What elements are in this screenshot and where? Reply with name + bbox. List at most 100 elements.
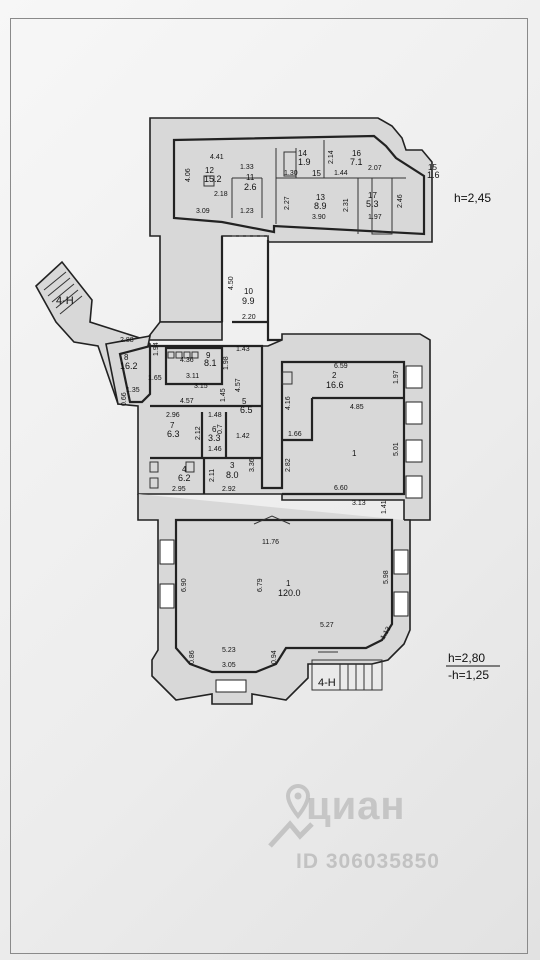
- room-17-number: 17: [368, 191, 377, 200]
- dim-label: 2.07: [368, 165, 382, 172]
- dim-label: 4.85: [350, 404, 364, 411]
- watermark: циан ID 306035850: [262, 780, 502, 890]
- toilet-icon: [185, 461, 195, 473]
- dim-label: 3.11: [186, 373, 199, 380]
- room-17-area: 5.3: [366, 199, 379, 209]
- dim-label: 1.45: [220, 388, 227, 402]
- dim-label: 1.48: [208, 412, 222, 419]
- dim-label: 2.27: [284, 196, 291, 210]
- dim-label: 3.13: [352, 500, 366, 507]
- dim-label: 3.90: [312, 214, 326, 221]
- dim-label: 1.94: [153, 342, 160, 356]
- dim-label: 6.79: [257, 578, 264, 592]
- room-12-number: 12: [205, 166, 214, 175]
- dim-label: 1.23: [240, 208, 254, 215]
- dim-label: 2.96: [166, 412, 180, 419]
- main-hall-outer-wall: [137, 494, 411, 705]
- dim-label: 0.86: [189, 650, 196, 664]
- dim-label: 1.66: [288, 431, 302, 438]
- dim-label: 4.41: [210, 154, 224, 161]
- room-5-number: 5: [242, 397, 247, 406]
- room-7-area: 6.3: [167, 429, 180, 439]
- watermark-listing-id: ID 306035850: [296, 850, 440, 873]
- dim-label: 0.7: [217, 424, 224, 434]
- dim-label: 3.15: [194, 383, 208, 390]
- dim-label: 5.27: [320, 622, 334, 629]
- room-7-number: 7: [170, 421, 175, 430]
- dim-label: 1.97: [393, 370, 400, 384]
- sink-icon: [149, 461, 159, 473]
- main-hall-inner-wall: [174, 518, 394, 674]
- location-pin-icon: [268, 783, 314, 848]
- room-3-area: 8.0: [226, 470, 239, 480]
- dimension-labels: 4.41 4.06 1.33 2.18 3.09 1.23 2.27 1.30 …: [120, 150, 404, 669]
- dim-label: 2.88: [120, 337, 134, 344]
- room-11-number: 11: [246, 173, 255, 182]
- dim-label: 1.42: [236, 433, 250, 440]
- dim-label: 1.33: [240, 164, 254, 171]
- lower-floor-depth: -h=1,25: [448, 668, 490, 682]
- dim-label: 1.97: [368, 214, 382, 221]
- room-6-number: 6: [212, 425, 217, 434]
- dim-label: 2.82: [285, 458, 292, 472]
- lower-ceiling-height: h=2,80: [448, 651, 486, 665]
- room-labels: 12 15.2 11 2.6 14 1.9 15 16 7.1 13 8.9 1…: [120, 149, 440, 598]
- dim-label: 4.36: [180, 357, 194, 364]
- room-11-area: 2.6: [244, 182, 257, 192]
- room-2-area: 16.6: [326, 380, 344, 390]
- room-2-number: 2: [332, 371, 337, 380]
- dim-label: 1.35: [126, 387, 140, 394]
- room-9-number: 9: [206, 351, 211, 360]
- hall-left-windows: [159, 539, 175, 609]
- dim-label: 0.66: [121, 392, 128, 406]
- dim-label: 5.23: [222, 647, 236, 654]
- dim-label: 4.57: [180, 398, 194, 405]
- bottom-stair-label: 4-H: [318, 677, 336, 689]
- room-16-area: 7.1: [350, 157, 363, 167]
- right-windows: [405, 365, 423, 499]
- dim-label: 2.18: [214, 191, 228, 198]
- dim-label: 2.14: [328, 150, 335, 164]
- dim-label: 0.94: [271, 650, 278, 664]
- room-13-number: 13: [316, 193, 325, 202]
- left-stair-wing: [34, 260, 223, 405]
- dim-label: 3.36: [249, 458, 256, 472]
- room-15b-number: 15: [428, 163, 437, 172]
- room-10-number: 10: [244, 287, 253, 296]
- watermark-brand: циан: [306, 784, 406, 828]
- room-13-area: 8.9: [314, 201, 327, 211]
- dim-label: 1.30: [284, 170, 298, 177]
- upper-ceiling-height: h=2,45: [454, 191, 492, 205]
- dim-label: 3.09: [196, 208, 210, 215]
- left-stair-label: 4-H: [56, 295, 74, 307]
- kitchen-counter-icons: [167, 351, 199, 359]
- dim-label: 1.43: [236, 346, 250, 353]
- room-8-number: 8: [124, 353, 129, 362]
- room-4-number: 4: [182, 465, 187, 474]
- dim-label: 1.44: [334, 170, 348, 177]
- bottom-window: [215, 679, 247, 693]
- left-stair-steps: [43, 271, 83, 315]
- middle-inner-walls: [118, 344, 406, 496]
- dim-label: 2.95: [172, 486, 186, 493]
- hall-right-windows: [393, 549, 409, 617]
- room-9-area: 8.1: [204, 358, 217, 368]
- dim-label: 2.92: [222, 486, 236, 493]
- dim-label: 4.57: [235, 378, 242, 392]
- dim-label: 4.16: [285, 396, 292, 410]
- toilet-icon: [149, 477, 159, 489]
- dim-label: 2.12: [195, 426, 202, 440]
- dim-label: 4.50: [228, 276, 235, 290]
- corridor-10-walls: [220, 236, 282, 342]
- fixture-box: [281, 371, 293, 385]
- dim-label: 5.98: [383, 570, 390, 584]
- room-1-area: 120.0: [278, 588, 301, 598]
- room-1-number: 1: [286, 579, 291, 588]
- dim-label: 1.65: [148, 375, 162, 382]
- room-8-area: 16.2: [120, 361, 138, 371]
- page-frame: [10, 18, 528, 954]
- dim-label: 2.20: [242, 314, 256, 321]
- dim-label: 1.41: [381, 500, 388, 514]
